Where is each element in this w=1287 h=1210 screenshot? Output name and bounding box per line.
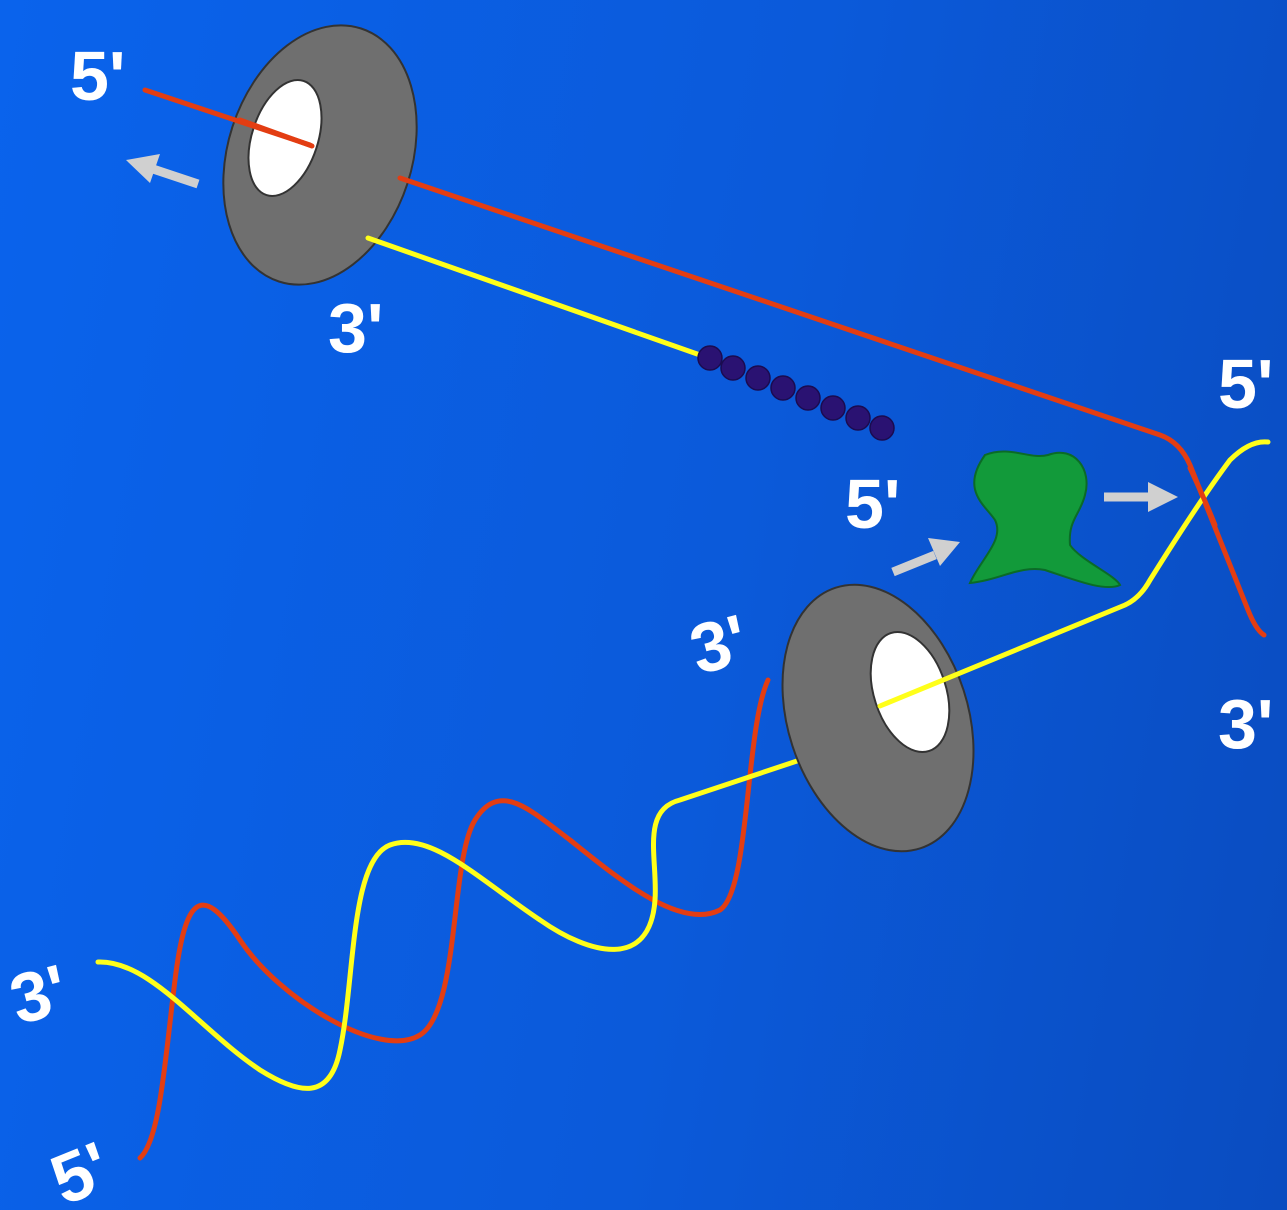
direction-arrow-icon (1104, 482, 1178, 512)
bottom-red-strand (140, 680, 768, 1158)
label-bottom-left-5prime: 5' (40, 1127, 121, 1210)
label-middle-5prime: 5' (845, 465, 901, 543)
label-middle-3prime: 3' (682, 600, 756, 690)
bottom-yellow-strand (98, 760, 800, 1088)
direction-arrow-icon (893, 538, 960, 572)
label-bottom-left-3prime: 3' (2, 950, 76, 1040)
label-right-3prime: 3' (1218, 685, 1274, 763)
label-top-left-5prime: 5' (70, 37, 126, 115)
helicase-protein-icon (970, 451, 1120, 587)
label-top-left-3prime: 3' (328, 289, 384, 367)
label-right-5prime: 5' (1218, 345, 1274, 423)
fork-red-crossing (1190, 468, 1215, 525)
top-clamp-ring-icon (191, 0, 448, 310)
rna-primer-beads-icon (698, 346, 894, 440)
top-yellow-strand (368, 238, 700, 355)
direction-arrow-icon (126, 154, 198, 184)
bottom-clamp-ring-icon (750, 560, 1006, 876)
